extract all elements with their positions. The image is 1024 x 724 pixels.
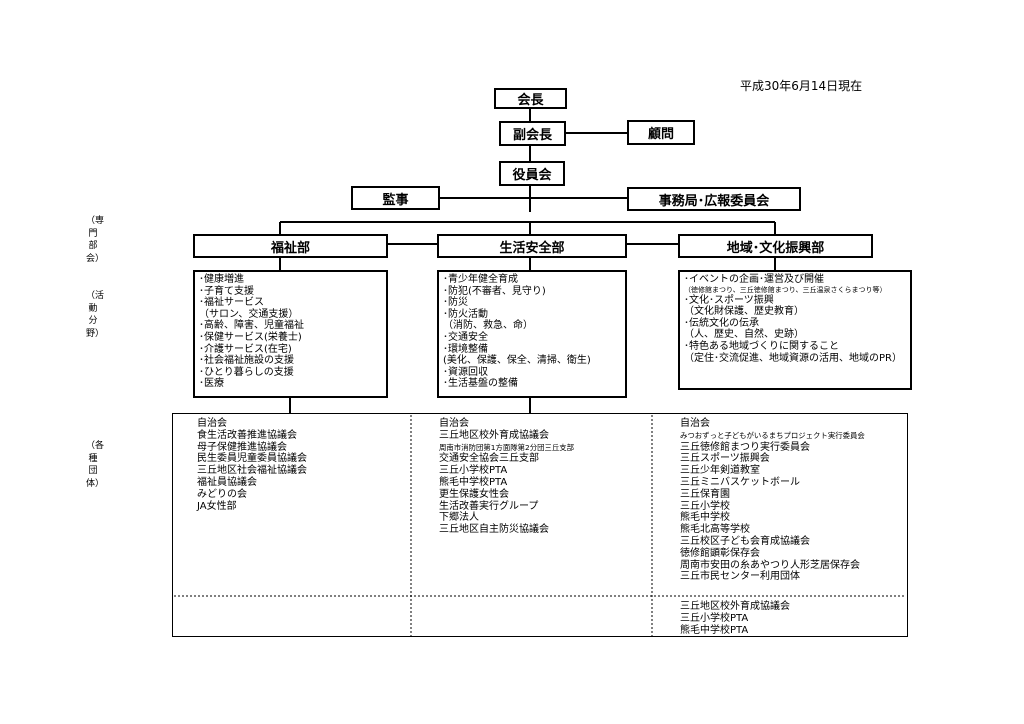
activity-item: (美化、保護、保全、清掃、衛生): [443, 355, 591, 367]
group-item: 三丘小学校: [680, 500, 730, 512]
group-item: 三丘地区社会福祉協議会: [197, 465, 307, 477]
welfare-activities-list: ･健康増進 ･子育て支援 ･福祉サービス （サロン、交通支援） ･高齢、障害、児…: [193, 270, 388, 398]
activity-item: （サロン、交通支援）: [199, 308, 299, 320]
group-item: 三丘徳修館まつり実行委員会: [680, 441, 810, 453]
side-label-kakushu-dantai: （各種団体）: [86, 441, 105, 489]
activity-item: ･資源回収: [443, 366, 488, 378]
date-label: 平成30年6月14日現在: [740, 79, 863, 93]
group-item: 母子保健推進協議会: [197, 441, 287, 453]
activity-item: ･社会福祉施設の支援: [199, 355, 294, 367]
group-item: 三丘地区自主防災協議会: [439, 524, 549, 536]
group-item: 三丘保育園: [680, 488, 730, 500]
welfare-groups-list: 自治会 食生活改善推進協議会 母子保健推進協議会 民生委員児童委員協議会 三丘地…: [197, 418, 307, 512]
group-item: 自治会: [439, 418, 469, 429]
activity-item: ･ひとり暮らしの支援: [199, 366, 294, 378]
group-item: 三丘地区校外育成協議会: [680, 601, 790, 612]
activity-item: ･医療: [199, 378, 224, 390]
group-item: 三丘小学校PTA: [439, 465, 508, 477]
group-item: 自治会: [197, 418, 227, 429]
secretariat-box: 事務局･広報委員会: [627, 187, 801, 211]
activity-item: ･保健サービス(栄養士): [199, 331, 302, 343]
group-item: 三丘市民センター利用団体: [680, 571, 800, 583]
activity-item: ･防犯(不審者、見守り): [443, 285, 546, 297]
side-label-katsudo-bunya: （活動分野）: [86, 291, 105, 339]
safety-groups-list: 自治会 三丘地区校外育成協議会 周南市消防団第1方面隊第2分団三丘支部 交通安全…: [439, 418, 574, 536]
group-item: 熊毛中学校PTA: [439, 476, 508, 488]
groups-table: [172, 413, 908, 637]
activity-item: ･環境整備: [443, 343, 488, 355]
culture-activities-list: ･イベントの企画･運営及び開催 （徳修館まつり、三丘徳修館まつり、三丘温泉さくら…: [678, 270, 912, 390]
president-box: 会長: [494, 88, 567, 109]
culture-department-box: 地域･文化振興部: [678, 234, 873, 258]
group-item: 周南市安田の糸あやつり人形芝居保存会: [680, 559, 860, 571]
auditor-box: 監事: [351, 186, 440, 210]
activity-item: ･福祉サービス: [199, 297, 264, 309]
vice-president-box: 副会長: [499, 121, 566, 146]
activity-item: ･子育て支援: [199, 285, 254, 297]
activity-item: （文化財保護、歴史教育）: [684, 306, 804, 318]
activity-item: ･防火活動: [443, 308, 488, 320]
group-item: 自治会: [680, 418, 710, 429]
activity-item: ･特色ある地域づくりに関すること: [684, 340, 839, 352]
side-label-senmon-bukai: （専門部会）: [86, 216, 105, 264]
group-item: 三丘ミニバスケットボール: [680, 476, 800, 488]
group-item: 交通安全協会三丘支部: [439, 453, 539, 465]
group-item: 福祉員協議会: [197, 476, 257, 488]
safety-department-box: 生活安全部: [437, 234, 627, 258]
group-item: みつおずっと子どもがいるまちプロジェクト実行委員会: [680, 430, 865, 440]
activity-item: ･伝統文化の伝承: [684, 317, 759, 329]
safety-activities-list: ･青少年健全育成 ･防犯(不審者、見守り) ･防災 ･防火活動 （消防、救急、命…: [437, 270, 627, 398]
activity-item: （定住･交流促進、地域資源の活用、地域のPR）: [684, 352, 902, 364]
board-box: 役員会: [499, 161, 565, 186]
welfare-department-box: 福祉部: [193, 234, 388, 258]
group-item: 三丘校区子ども会育成協議会: [680, 535, 810, 547]
group-item: 周南市消防団第1方面隊第2分団三丘支部: [439, 442, 575, 452]
culture-groups-list: 自治会 みつおずっと子どもがいるまちプロジェクト実行委員会 三丘徳修館まつり実行…: [680, 418, 865, 583]
group-item: 三丘地区校外育成協議会: [439, 429, 549, 441]
advisor-box: 顧問: [627, 120, 695, 145]
activity-item: ･健康増進: [199, 274, 244, 285]
activity-item: （徳修館まつり、三丘徳修館まつり、三丘温泉さくらまつり等）: [684, 285, 887, 294]
group-item: 熊毛北高等学校: [680, 524, 750, 536]
activity-item: ･防災: [443, 297, 468, 309]
group-item: 三丘スポーツ振興会: [680, 453, 770, 465]
group-item: JA女性部: [197, 500, 237, 512]
activity-item: ･文化･スポーツ振興: [684, 294, 774, 306]
activity-item: ･生活基盤の整備: [443, 378, 518, 390]
group-item: 下郷法人: [439, 512, 479, 524]
activity-item: ･高齢、障害、児童福祉: [199, 320, 304, 332]
group-item: 徳修館顕彰保存会: [680, 547, 760, 559]
group-item: 三丘小学校PTA: [680, 612, 749, 624]
group-item: 更生保護女性会: [439, 488, 509, 500]
culture-groups-lower-list: 三丘地区校外育成協議会 三丘小学校PTA 熊毛中学校PTA: [680, 601, 790, 636]
group-item: 三丘少年剣道教室: [680, 465, 760, 477]
group-item: 生活改善実行グループ: [439, 500, 539, 512]
activity-item: ･青少年健全育成: [443, 274, 518, 285]
group-item: 食生活改善推進協議会: [197, 429, 297, 441]
activity-item: （人、歴史、自然、史跡）: [684, 329, 804, 341]
activity-item: ･交通安全: [443, 331, 488, 343]
group-item: みどりの会: [197, 488, 247, 500]
activity-item: ･介護サービス(在宅): [199, 343, 292, 355]
activity-item: （消防、救急、命）: [443, 320, 533, 332]
group-item: 民生委員児童委員協議会: [197, 453, 307, 465]
group-item: 熊毛中学校PTA: [680, 624, 749, 636]
group-item: 熊毛中学校: [680, 512, 730, 524]
activity-item: ･イベントの企画･運営及び開催: [684, 274, 824, 285]
